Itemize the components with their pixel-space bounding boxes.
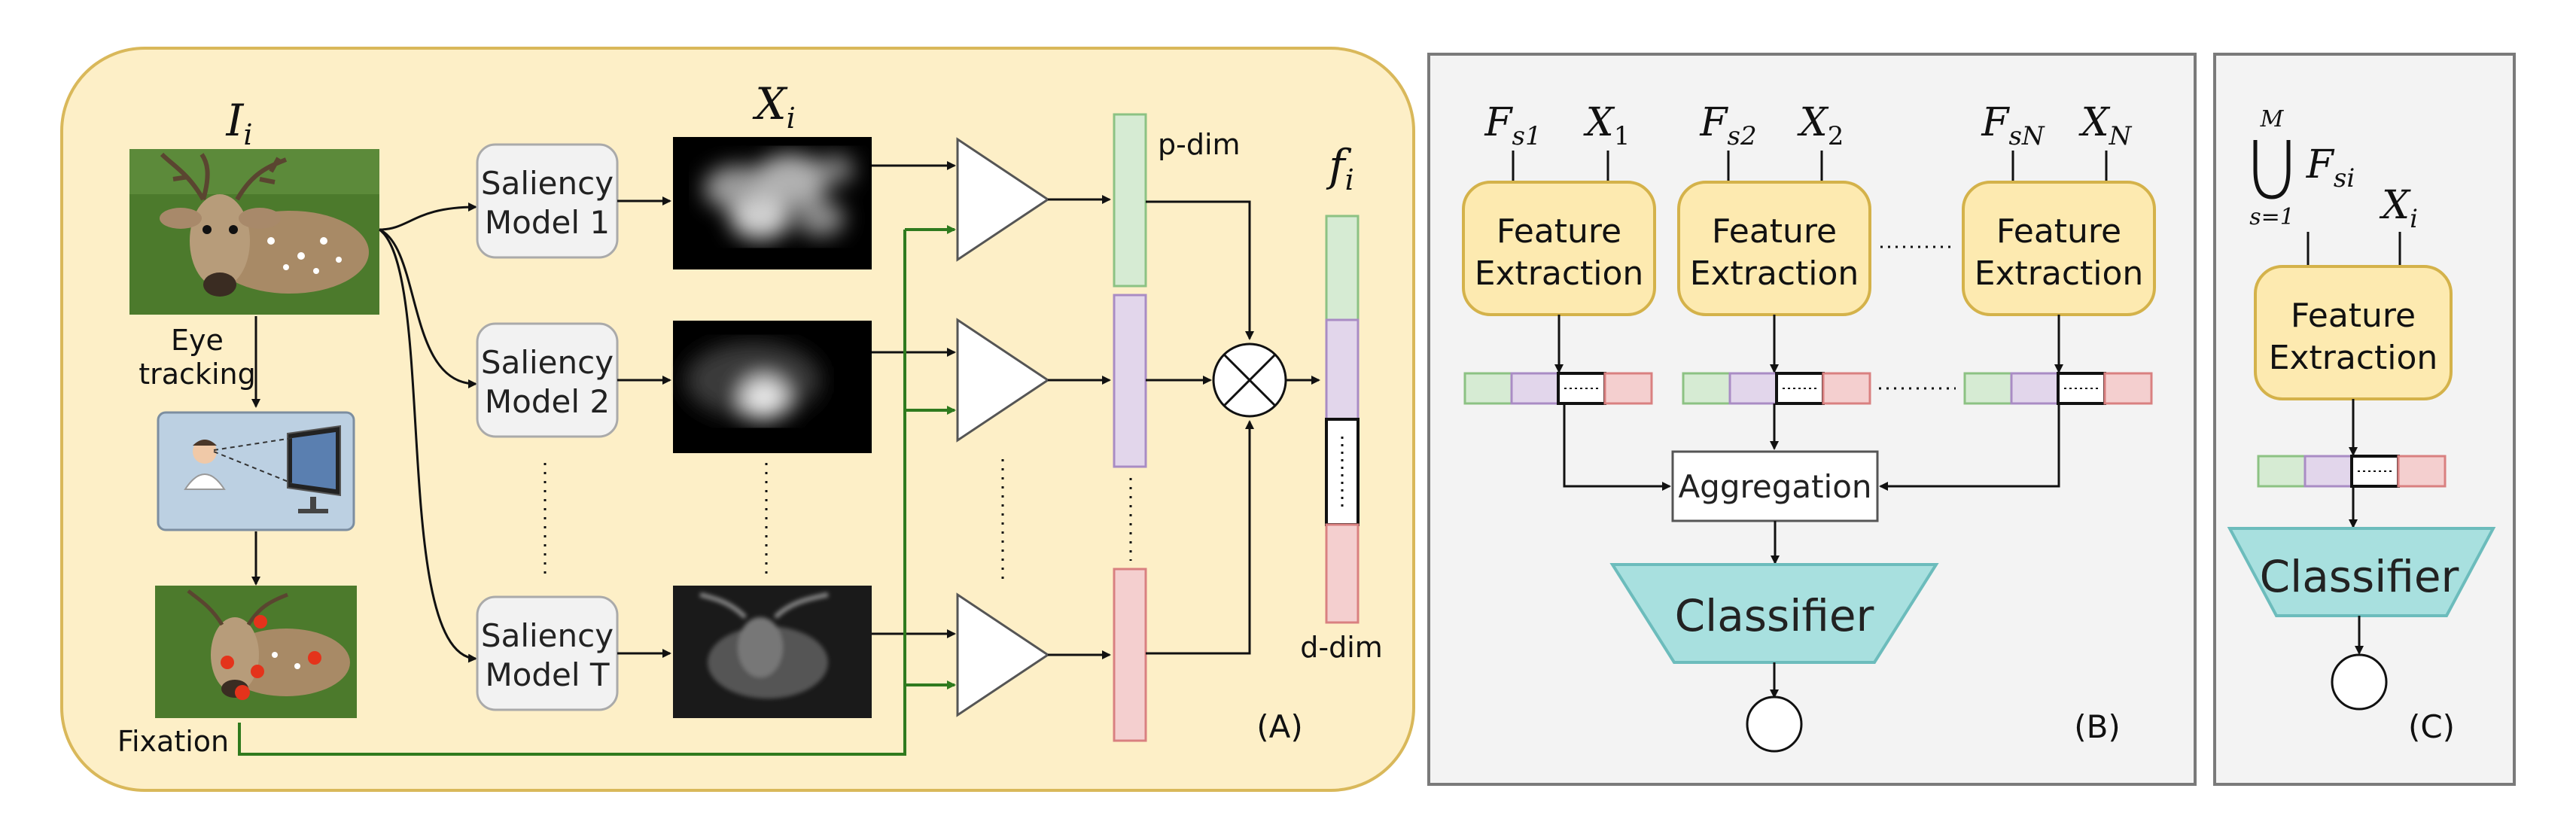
panel-a-label: (A) — [1256, 708, 1303, 745]
panel-b-f-label-3: FsN — [1981, 100, 2045, 151]
fixation-image — [155, 586, 357, 718]
saliency-model-1-label-line2: Model 1 — [485, 204, 610, 241]
panel-b-feature-vector-3 — [1963, 372, 2153, 405]
saliency-map-2 — [673, 321, 872, 453]
arrow-image-to-modelT — [379, 228, 477, 663]
panel-b: Fs1 X1 Feature Extraction Fs2 X2 Feature… — [1427, 53, 2197, 786]
saliency-model-2-label-line1: Saliency — [481, 344, 614, 381]
fixation-path — [238, 230, 906, 756]
feature-extraction-label-line2: Extraction — [2269, 339, 2438, 377]
union-symbol — [2253, 140, 2291, 199]
input-image-deer — [129, 149, 379, 315]
saliency-model-t-label-line1: Saliency — [481, 617, 614, 654]
feature-extraction-label-line1: Feature — [1497, 212, 1621, 251]
arrow-vec1-to-aggregation — [1563, 403, 1671, 491]
fixation-point — [221, 656, 234, 669]
feature-extraction-label-line2: Extraction — [1690, 254, 1859, 293]
panel-b-classifier-label: Classifier — [1675, 590, 1874, 641]
panel-b-output-node — [1746, 696, 1803, 753]
d-dim-label: d-dim — [1300, 631, 1383, 664]
panel-b-x-label-3: XN — [2078, 100, 2133, 151]
saliency-model-t-label-line2: Model T — [485, 656, 609, 693]
feature-vector — [1325, 215, 1360, 624]
eye-tracker-icon — [157, 411, 355, 531]
panel-c-feature-extraction-box: Feature Extraction — [2254, 265, 2453, 400]
panel-b-x-label-2: X2 — [1797, 100, 1844, 151]
fixation-label: Fixation — [117, 725, 229, 758]
concatenation-operator — [1212, 342, 1287, 418]
panel-b-x-label-1: X1 — [1583, 100, 1631, 151]
panel-c-label: (C) — [2408, 708, 2455, 745]
panel-b-label: (B) — [2074, 708, 2121, 745]
arrow-vec3-to-aggregation — [1879, 403, 2060, 491]
fixation-point — [235, 685, 250, 700]
panel-c-classifier-label: Classifier — [2260, 551, 2459, 602]
eye-tracking-label-line1: Eye — [171, 324, 224, 357]
feature-extraction-box-3: Feature Extraction — [1962, 181, 2156, 316]
saliency-model-1-box: Saliency Model 1 — [476, 143, 619, 259]
saliency-map-label: Xi — [752, 78, 795, 135]
projection-layer-2 — [956, 318, 1050, 443]
panel-c-output-node — [2331, 653, 2388, 711]
feature-extraction-label-line1: Feature — [2291, 297, 2416, 335]
arrow-image-to-model1 — [379, 202, 477, 231]
panel-b-background — [1427, 53, 2197, 786]
saliency-model-2-label-line2: Model 2 — [485, 383, 610, 420]
arrow-pvecT-to-concat — [1146, 420, 1254, 655]
aggregation-box: Aggregation — [1671, 450, 1879, 522]
panel-c: M s=1 Fsi Xi Feature Extraction Classifi… — [2213, 53, 2516, 786]
feature-extraction-label-line2: Extraction — [1975, 254, 2144, 293]
p-dim-vector-2 — [1113, 294, 1147, 468]
p-dim-label: p-dim — [1158, 128, 1241, 161]
input-image-label: Ii — [225, 95, 252, 151]
p-dim-vector-t — [1113, 568, 1147, 742]
union-lower-limit: s=1 — [2249, 204, 2294, 230]
saliency-model-1-label-line1: Saliency — [481, 165, 614, 202]
feature-vector-segment-t — [1325, 523, 1360, 624]
p-dim-vector-1 — [1113, 113, 1147, 288]
feature-extraction-label-line1: Feature — [1996, 212, 2121, 251]
feature-vector-segment-2 — [1325, 318, 1360, 421]
panel-c-classifier: Classifier — [2227, 527, 2496, 617]
feature-extraction-box-1: Feature Extraction — [1462, 181, 1656, 316]
feature-extraction-label-line1: Feature — [1712, 212, 1837, 251]
panel-b-f-label-1: Fs1 — [1484, 100, 1541, 151]
union-upper-limit: M — [2260, 106, 2285, 132]
panel-b-classifier: Classifier — [1609, 563, 1939, 664]
panel-b-feature-vector-1 — [1463, 372, 1653, 405]
saliency-map-1 — [673, 137, 872, 269]
projection-layer-t — [956, 592, 1050, 717]
aggregation-label: Aggregation — [1678, 468, 1871, 505]
feature-extraction-label-line2: Extraction — [1475, 254, 1644, 293]
saliency-map-t — [673, 586, 872, 718]
panel-a: Ii Eye tracking — [60, 47, 1415, 792]
panel-c-x-label: Xi — [2379, 183, 2418, 234]
projection-layer-1 — [956, 137, 1050, 262]
feature-extraction-box-2: Feature Extraction — [1677, 181, 1871, 316]
eye-tracking-label-line2: tracking — [139, 358, 255, 391]
panel-c-f-label: Fsi — [2306, 142, 2355, 193]
feature-vector-segment-1 — [1325, 215, 1360, 321]
feature-vector-segment-ellipsis — [1325, 418, 1360, 526]
panel-b-feature-vector-2 — [1682, 372, 1871, 405]
panel-b-f-label-2: Fs2 — [1699, 100, 1756, 151]
union-expression: M s=1 Fsi — [2249, 106, 2355, 230]
arrow-image-to-model2 — [379, 228, 477, 388]
fixation-point — [251, 665, 264, 678]
saliency-model-t-box: Saliency Model T — [476, 595, 619, 711]
fixation-point — [254, 615, 267, 629]
arrow-pvec1-to-concat — [1146, 200, 1254, 340]
panel-c-feature-vector — [2257, 455, 2447, 488]
fixation-point — [308, 651, 321, 665]
saliency-model-2-box: Saliency Model 2 — [476, 322, 619, 438]
